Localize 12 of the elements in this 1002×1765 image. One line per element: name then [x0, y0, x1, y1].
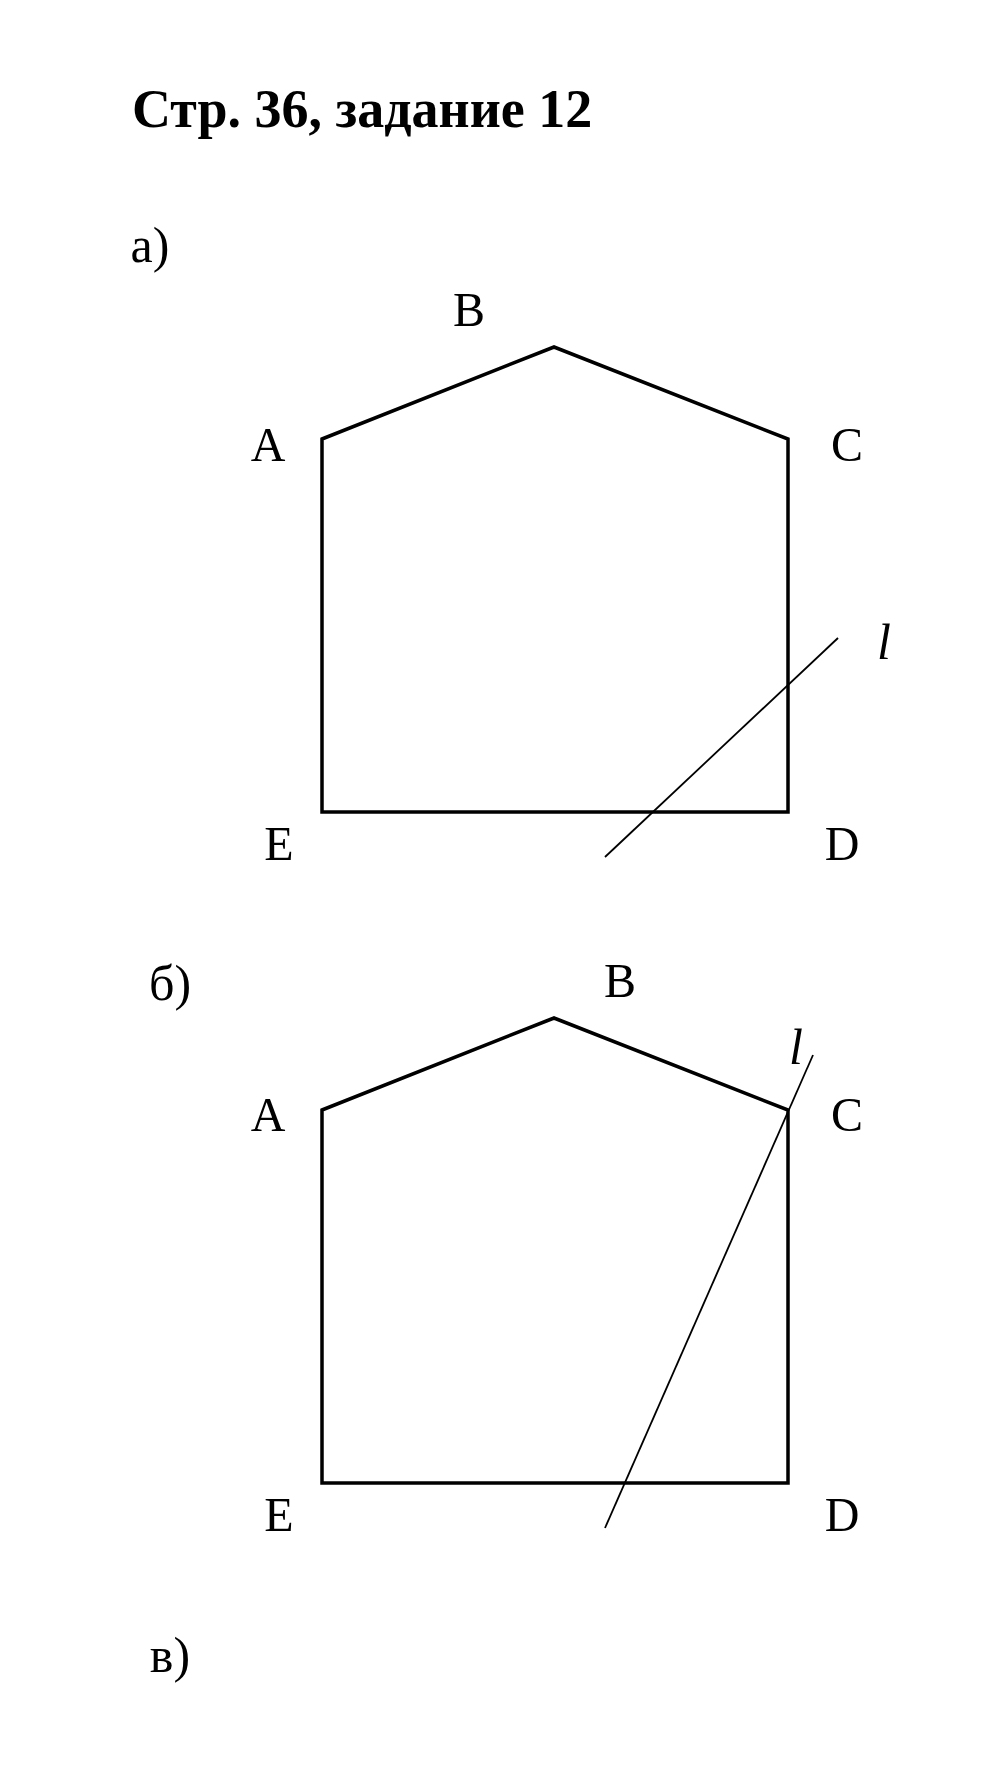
vertex-label: D: [824, 1491, 860, 1539]
vertex-label: A: [250, 421, 286, 469]
vertex-label: A: [250, 1091, 286, 1139]
vertex-label: E: [264, 820, 294, 868]
line-label: l: [877, 617, 891, 667]
vertex-label: D: [824, 820, 860, 868]
line-label: l: [789, 1022, 803, 1072]
vertex-label: B: [453, 286, 485, 334]
vertex-label: E: [264, 1491, 294, 1539]
vertex-label: B: [604, 957, 636, 1005]
vertex-label: C: [831, 421, 863, 469]
vertex-label: C: [831, 1091, 863, 1139]
